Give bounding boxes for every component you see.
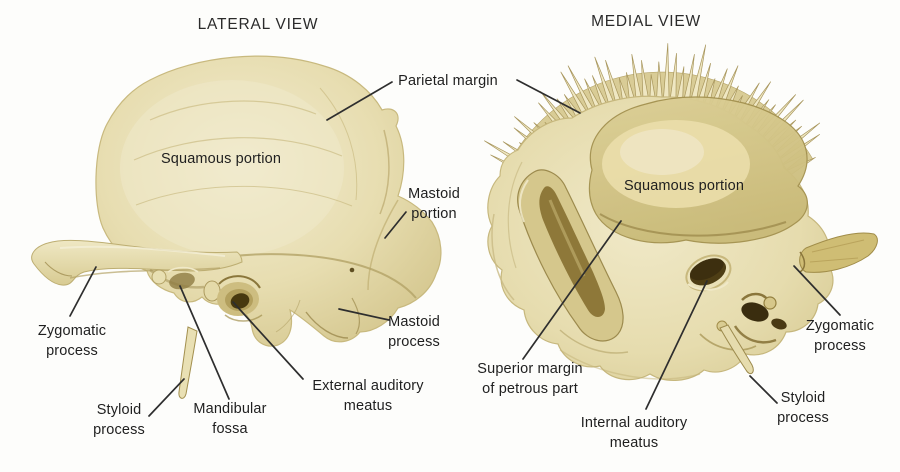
external-auditory-meatus-opening: [217, 275, 263, 322]
mandibular-fossa-region: [151, 266, 221, 302]
petrous-part-region: [517, 169, 624, 342]
mastoid-groove: [367, 199, 399, 291]
squamous-groove: [379, 129, 390, 215]
leader-mandibular-fossa: [179, 285, 230, 400]
label-squamous-portion-medial: Squamous portion: [623, 178, 745, 194]
label-styloid-process-lateral: Styloid process: [93, 402, 145, 438]
squamous-rim-shadow: [599, 213, 787, 237]
petrous-recesses: [699, 292, 787, 351]
lateral-view-title: LATERAL VIEW: [197, 16, 319, 33]
leader-superior-margin: [522, 220, 622, 360]
medial-view-title: MEDIAL VIEW: [591, 13, 701, 30]
wing-crease: [507, 161, 523, 269]
label-parietal-margin: Parietal margin: [398, 73, 498, 89]
squamous-highlight: [120, 80, 344, 256]
internal-auditory-meatus-opening: [685, 254, 732, 292]
label-external-auditory-meatus: External auditory meatus: [312, 378, 424, 414]
label-mastoid-process: Mastoid process: [388, 314, 440, 350]
mastoid-foramen: [349, 267, 355, 273]
leader-parietal-margin-right: [516, 79, 581, 114]
label-mandibular-fossa: Mandibular fossa: [193, 401, 267, 437]
label-superior-margin-petrous: Superior margin of petrous part: [477, 361, 583, 397]
mastoid-creases: [275, 297, 361, 339]
leader-external-auditory: [232, 301, 304, 380]
leader-parietal-margin-left: [326, 81, 393, 121]
leader-styloid-medial: [749, 375, 778, 404]
styloid-process-medial-shape: [716, 320, 754, 375]
leader-internal-auditory: [645, 280, 708, 410]
leader-mastoid-portion: [384, 211, 407, 239]
leader-zygomatic-medial: [793, 265, 841, 316]
label-mastoid-portion: Mastoid portion: [408, 186, 460, 222]
wing-crease: [491, 213, 515, 301]
leader-styloid-lateral: [148, 378, 185, 417]
bottom-shadow: [559, 349, 701, 380]
styloid-process-lateral-shape: [178, 326, 198, 399]
label-styloid-process-medial: Styloid process: [777, 390, 829, 426]
leader-mastoid-process: [338, 308, 390, 321]
label-zygomatic-process-lateral: Zygomatic process: [37, 323, 107, 359]
leader-lines: [69, 79, 841, 417]
label-squamous-portion-lateral: Squamous portion: [160, 151, 282, 167]
label-zygomatic-process-medial: Zygomatic process: [805, 318, 875, 354]
squamous-streaks: [133, 87, 358, 207]
iam-rim-highlight: [687, 281, 729, 291]
zygomatic-process-lateral-shape: [31, 239, 243, 286]
squamous-highlight: [620, 129, 704, 175]
leader-zygomatic-lateral: [69, 266, 97, 317]
wing-crease: [559, 329, 629, 354]
lateral-bone-illustration: [31, 55, 442, 399]
label-internal-auditory-meatus: Internal auditory meatus: [580, 415, 688, 451]
medial-bone-illustration: [484, 43, 878, 381]
zygomatic-process-medial-shape: [799, 232, 878, 273]
